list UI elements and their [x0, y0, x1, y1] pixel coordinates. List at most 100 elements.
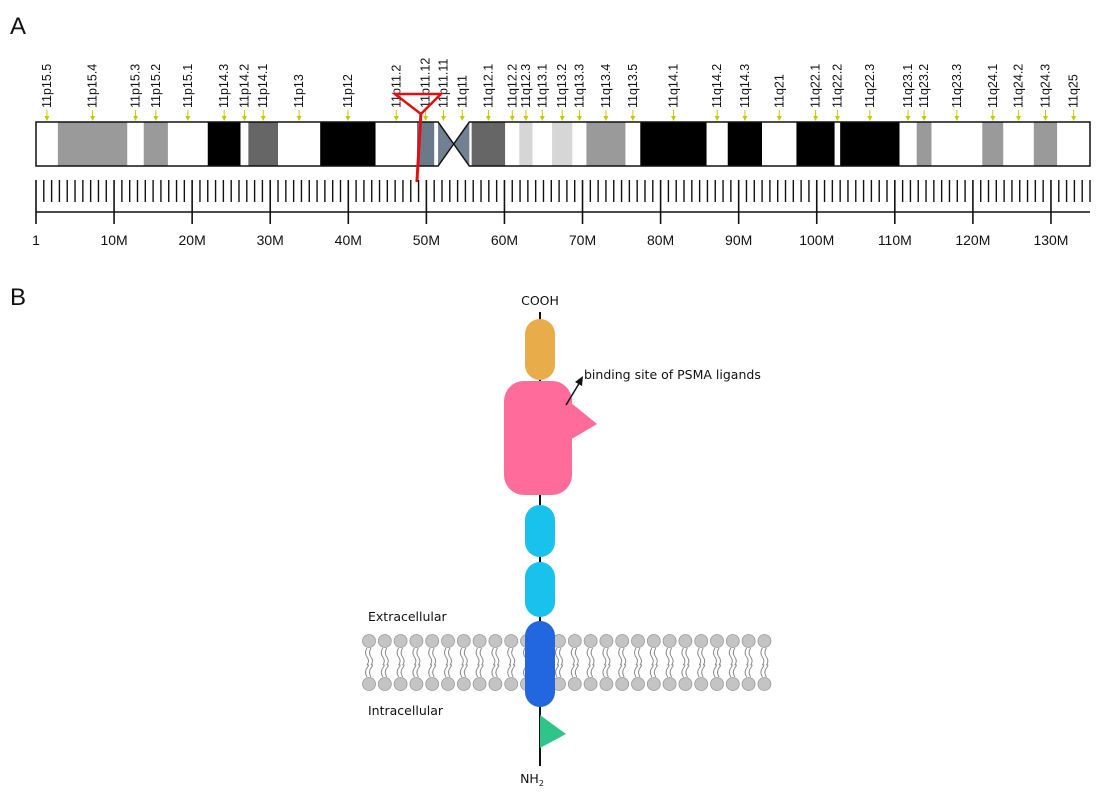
lipid-head-top	[741, 634, 756, 648]
lipid-tail-top	[412, 647, 421, 666]
lipid-pair	[710, 634, 724, 691]
nh2-label: NH2	[520, 771, 544, 788]
lipid-head-top	[441, 634, 455, 648]
band-11q24.2	[1003, 122, 1034, 166]
lipid-pair	[552, 634, 566, 691]
axis-tick-label: 60M	[491, 232, 518, 248]
marker-triangle	[391, 92, 444, 116]
lipid-tail-bottom	[428, 664, 437, 678]
band-tick-head	[559, 116, 565, 121]
panel-a-label: A	[10, 13, 26, 40]
band-label-11q12.3: 11q12.3	[519, 64, 533, 108]
lipid-head-top	[567, 634, 582, 648]
axis-tick-label: 100M	[799, 232, 834, 248]
lipid-tail-bottom	[412, 664, 421, 678]
lipid-pair	[757, 634, 772, 691]
band-label-11q23.2: 11q23.2	[917, 64, 931, 108]
lipid-tail-bottom	[713, 664, 721, 678]
lipid-tail-bottom	[586, 664, 595, 678]
axis-tick-label: 1	[32, 232, 40, 248]
band-tick-head	[1016, 116, 1022, 121]
band-tick-head	[441, 116, 447, 121]
band-tick-head	[990, 116, 996, 121]
band-11q14.1	[640, 122, 707, 166]
lipid-tail-top	[475, 647, 484, 666]
binding-site-arrow	[565, 381, 581, 406]
band-tick-head	[576, 116, 582, 121]
lipid-head-top	[646, 634, 661, 648]
lipid-tail-top	[570, 647, 579, 666]
band-tick-head	[133, 116, 139, 121]
cooh-label: COOH	[521, 293, 559, 308]
band-tick-head	[1071, 116, 1077, 121]
lipid-tail-top	[444, 647, 452, 666]
band-label-11q14.3: 11q14.3	[738, 64, 752, 108]
lipid-head-top	[662, 634, 677, 648]
axis-tick-label: 10M	[100, 232, 127, 248]
band-label-11p13: 11p13	[292, 74, 306, 108]
axis-tick-label: 90M	[725, 232, 752, 248]
lipid-pair	[725, 634, 740, 691]
band-tick-head	[714, 116, 720, 121]
lipid-pair	[694, 634, 709, 691]
lipid-tail-top	[649, 647, 658, 666]
band-tick-head	[539, 116, 545, 121]
lipid-head-top	[678, 634, 693, 648]
band-11q25	[1057, 122, 1090, 166]
band-11q22.1	[796, 122, 835, 166]
band-label-11q14.1: 11q14.1	[666, 64, 680, 108]
band-tick-head	[485, 116, 491, 121]
lipid-head-bottom	[741, 677, 756, 691]
lipid-pair	[393, 634, 408, 691]
lipid-tail-top	[618, 647, 627, 666]
band-tick-head	[954, 116, 960, 121]
lipid-head-bottom	[710, 677, 724, 691]
panel-b-label: B	[10, 284, 26, 311]
lipid-pair	[599, 634, 614, 691]
lipid-pair	[567, 634, 582, 691]
band-11p11.2	[375, 122, 418, 166]
axis-tick-label: 40M	[335, 232, 362, 248]
lipid-tail-top	[728, 647, 737, 666]
nh2-label-main: NH	[520, 771, 539, 786]
band-tick-head	[221, 116, 227, 121]
lipid-head-top	[377, 634, 392, 648]
lipid-head-bottom	[504, 677, 519, 691]
lipid-pair	[662, 634, 677, 691]
lipid-tail-bottom	[396, 664, 405, 678]
band-11p14.3	[207, 122, 241, 166]
band-tick-head	[921, 116, 927, 121]
lipid-head-bottom	[631, 677, 645, 691]
chromosome-ideogram	[35, 121, 1091, 167]
band-label-11p12: 11p12	[341, 74, 355, 108]
lipid-tail-bottom	[459, 664, 468, 678]
lipid-tail-bottom	[618, 664, 627, 678]
band-tick-head	[834, 116, 840, 121]
binding-site-marker	[570, 402, 597, 440]
centromere-p	[438, 122, 454, 166]
membrane	[362, 634, 772, 691]
lipid-head-top	[488, 634, 503, 648]
band-tick-head	[423, 116, 429, 121]
lipid-head-bottom	[583, 677, 598, 691]
extracellular-domain-1	[525, 505, 555, 557]
band-11p15.2	[143, 122, 168, 166]
lipid-head-top	[631, 634, 645, 648]
band-11q23.3	[931, 122, 983, 166]
band-tick-head	[345, 116, 351, 121]
band-11q13.3	[572, 122, 587, 166]
lipid-pair	[488, 634, 503, 691]
band-11p14.1	[248, 122, 279, 166]
lipid-head-bottom	[725, 677, 740, 691]
lipid-tail-top	[507, 647, 516, 666]
transmembrane-domain	[525, 621, 555, 707]
lipid-tail-bottom	[555, 664, 563, 678]
band-label-11q22.1: 11q22.1	[809, 64, 823, 108]
lipid-pair	[425, 634, 440, 691]
band-tick-head	[90, 116, 96, 121]
lipid-pair	[631, 634, 645, 691]
band-label-11p15.3: 11p15.3	[129, 64, 143, 108]
band-tick-head	[670, 116, 676, 121]
band-label-11p14.2: 11p14.2	[237, 64, 251, 108]
